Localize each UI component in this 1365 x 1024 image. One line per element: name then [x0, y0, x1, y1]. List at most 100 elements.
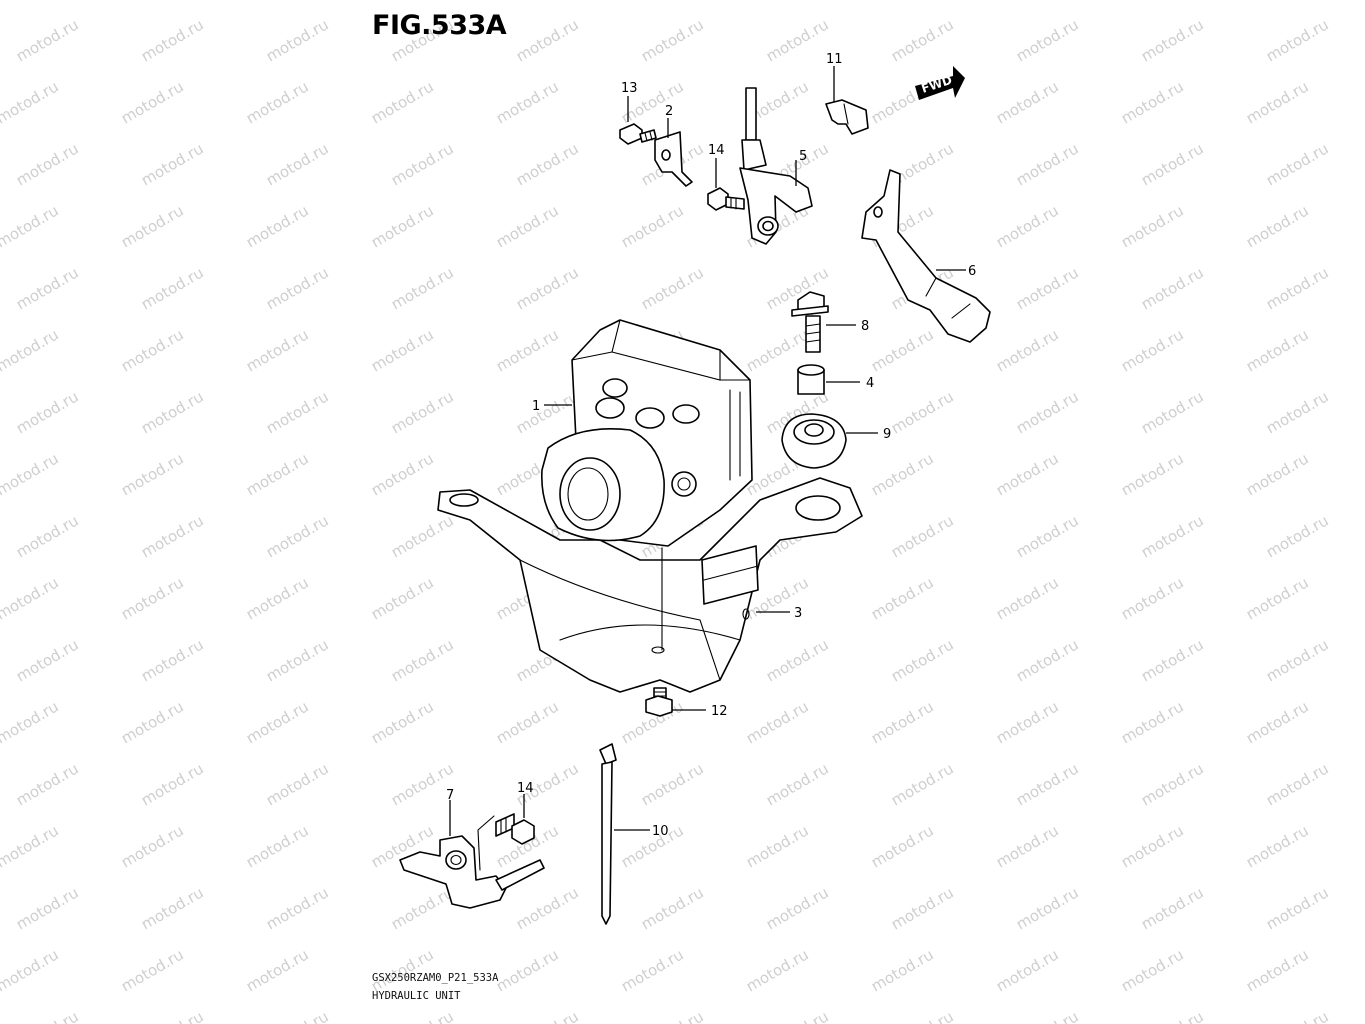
watermark-text: motod.ru: [1243, 821, 1312, 871]
watermark-text: motod.ru: [138, 263, 207, 313]
part-7-speed-sensor[interactable]: [399, 815, 545, 909]
callout-11[interactable]: 11: [826, 52, 843, 67]
callout-10[interactable]: 10: [652, 824, 669, 839]
watermark-text: motod.ru: [1013, 759, 1082, 809]
part-1-hydraulic-unit[interactable]: [541, 319, 753, 651]
callout-6[interactable]: 6: [968, 264, 976, 279]
watermark-text: motod.ru: [368, 697, 437, 747]
watermark-text: motod.ru: [493, 201, 562, 251]
callout-3[interactable]: 3: [794, 606, 802, 621]
part-14-bolt-bottom[interactable]: [495, 813, 535, 845]
watermark-text: motod.ru: [513, 263, 582, 313]
callout-labels: 13 2 14 5 11 6 8 4 9 1 3 12 10 7 14: [446, 52, 976, 839]
watermark-text: motod.ru: [118, 821, 187, 871]
watermark-text: motod.ru: [513, 883, 582, 933]
watermark-text: motod.ru: [1118, 697, 1187, 747]
callout-12[interactable]: 12: [711, 704, 728, 719]
watermark-text: motod.ru: [13, 511, 82, 561]
watermark-text: motod.ru: [368, 573, 437, 623]
watermark-text: motod.ru: [1118, 77, 1187, 127]
part-12-bolt[interactable]: [645, 687, 673, 717]
part-13-bolt[interactable]: [619, 123, 657, 145]
callout-14-bottom[interactable]: 14: [517, 781, 534, 796]
watermark-text: motod.ru: [1138, 387, 1207, 437]
part-11-clamp[interactable]: [825, 99, 869, 135]
watermark-text: motod.ru: [888, 387, 957, 437]
part-14-bolt-top[interactable]: [707, 187, 745, 211]
watermark-text: motod.ru: [388, 139, 457, 189]
watermark-text: motod.ru: [868, 821, 937, 871]
watermark-text: motod.ru: [368, 449, 437, 499]
watermark-text: motod.ru: [13, 883, 82, 933]
part-5-speed-sensor[interactable]: [739, 87, 813, 245]
callout-4[interactable]: 4: [866, 376, 874, 391]
watermark-text: motod.ru: [368, 325, 437, 375]
watermark-text: motod.ru: [888, 759, 957, 809]
callout-9[interactable]: 9: [883, 427, 891, 442]
watermark-text: motod.ru: [1013, 139, 1082, 189]
watermark-text: motod.ru: [743, 697, 812, 747]
part-3-main-bracket[interactable]: [437, 477, 863, 693]
watermark-text: motod.ru: [1263, 1007, 1332, 1024]
watermark-text: motod.ru: [118, 945, 187, 995]
watermark-text: motod.ru: [868, 0, 937, 3]
part-10-cable-tie[interactable]: [599, 743, 617, 925]
watermark-text: motod.ru: [993, 945, 1062, 995]
watermark-text: motod.ru: [0, 77, 62, 127]
watermark-text: motod.ru: [888, 883, 957, 933]
watermark-text: motod.ru: [1118, 573, 1187, 623]
callout-2[interactable]: 2: [665, 104, 673, 119]
watermark-text: motod.ru: [638, 759, 707, 809]
callout-14-top[interactable]: 14: [708, 143, 725, 158]
watermark-text: motod.ru: [513, 139, 582, 189]
watermark-text: motod.ru: [993, 573, 1062, 623]
watermark-text: motod.ru: [1013, 883, 1082, 933]
watermark-text: motod.ru: [138, 511, 207, 561]
watermark-text: motod.ru: [1118, 449, 1187, 499]
part-4-collar[interactable]: [797, 364, 825, 395]
watermark-text: motod.ru: [618, 0, 687, 3]
callout-5[interactable]: 5: [799, 149, 807, 164]
watermark-text: motod.ru: [263, 635, 332, 685]
part-8-bolt[interactable]: [791, 291, 829, 353]
watermark-text: motod.ru: [1263, 759, 1332, 809]
watermark-text: motod.ru: [993, 0, 1062, 3]
watermark-text: motod.ru: [1243, 945, 1312, 995]
watermark-text: motod.ru: [243, 77, 312, 127]
watermark-text: motod.ru: [118, 697, 187, 747]
watermark-text: motod.ru: [263, 263, 332, 313]
watermark-text: motod.ru: [1118, 821, 1187, 871]
watermark-text: motod.ru: [0, 573, 62, 623]
watermark-text: motod.ru: [763, 1007, 832, 1024]
watermark-text: motod.ru: [263, 1007, 332, 1024]
watermark-text: motod.ru: [743, 0, 812, 3]
watermark-text: motod.ru: [13, 263, 82, 313]
part-6-bracket[interactable]: [861, 169, 991, 343]
watermark-text: motod.ru: [243, 697, 312, 747]
watermark-text: motod.ru: [493, 945, 562, 995]
watermark-text: motod.ru: [388, 387, 457, 437]
callout-8[interactable]: 8: [861, 319, 869, 334]
watermark-text: motod.ru: [243, 945, 312, 995]
watermark-text: motod.ru: [368, 945, 437, 995]
watermark-text: motod.ru: [993, 697, 1062, 747]
watermark-text: motod.ru: [493, 697, 562, 747]
callout-1[interactable]: 1: [532, 399, 540, 414]
callout-7[interactable]: 7: [446, 788, 454, 803]
watermark-text: motod.ru: [1118, 945, 1187, 995]
watermark-text: motod.ru: [888, 15, 957, 65]
watermark-text: motod.ru: [493, 0, 562, 3]
part-9-grommet[interactable]: [781, 413, 847, 469]
watermark-text: motod.ru: [868, 697, 937, 747]
watermark-text: motod.ru: [1243, 573, 1312, 623]
callout-13[interactable]: 13: [621, 81, 638, 96]
figure-caption: HYDRAULIC UNIT: [372, 990, 461, 1002]
watermark-text: motod.ru: [1013, 635, 1082, 685]
watermark-text: motod.ru: [888, 635, 957, 685]
watermark-text: motod.ru: [513, 1007, 582, 1024]
watermark-text: motod.ru: [1138, 263, 1207, 313]
watermark-text: motod.ru: [0, 945, 62, 995]
part-2-bracket[interactable]: [654, 131, 693, 187]
watermark-text: motod.ru: [388, 635, 457, 685]
